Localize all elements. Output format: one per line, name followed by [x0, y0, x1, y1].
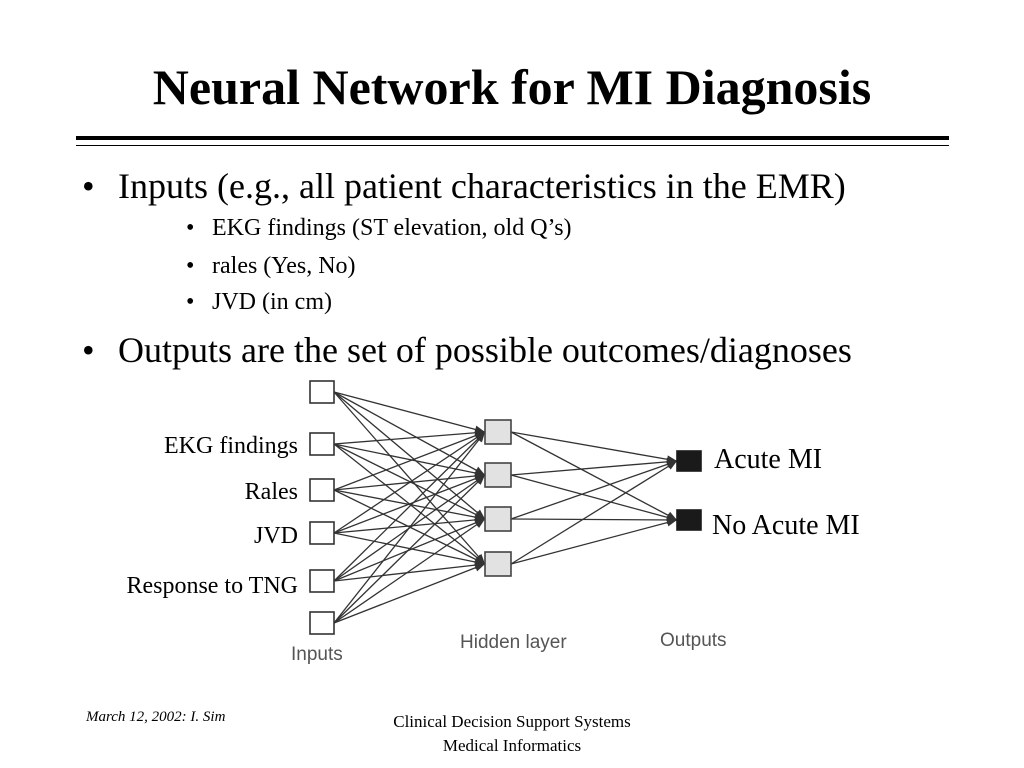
- edge-hidden-3-output-1: [510, 460, 678, 520]
- input-node-3: [309, 478, 335, 502]
- caption-inputs: Inputs: [291, 644, 343, 665]
- edge-input-2-hidden-2: [333, 443, 486, 476]
- edge-hidden-3-output-2: [510, 518, 678, 521]
- edge-input-6-hidden-2: [333, 474, 486, 624]
- edge-input-6-hidden-4: [333, 563, 486, 624]
- hidden-node-3: [484, 506, 512, 532]
- input-label-ekg: EKG findings: [164, 433, 298, 459]
- bullet-marker: •: [82, 330, 95, 370]
- input-label-tng: Response to TNG: [126, 573, 298, 599]
- edge-input-1-hidden-2: [333, 391, 486, 476]
- input-label-rales: Rales: [244, 479, 298, 505]
- subbullet-marker: •: [186, 289, 195, 315]
- caption-hidden-layer: Hidden layer: [460, 632, 567, 653]
- edge-hidden-4-output-2: [510, 519, 678, 565]
- edge-input-5-hidden-3: [333, 518, 486, 582]
- output-node-1: [676, 450, 702, 472]
- footer-course: Clinical Decision Support Systems Medica…: [332, 710, 692, 758]
- edge-hidden-2-output-1: [510, 460, 678, 476]
- hidden-node-4: [484, 551, 512, 577]
- edge-input-6-hidden-1: [333, 431, 486, 624]
- input-node-2: [309, 432, 335, 456]
- edge-hidden-2-output-2: [510, 474, 678, 521]
- edge-input-5-hidden-1: [333, 431, 486, 582]
- bullet-text: Outputs are the set of possible outcomes…: [118, 330, 852, 370]
- edge-input-2-hidden-1: [333, 431, 486, 445]
- input-node-5: [309, 569, 335, 593]
- hidden-node-1: [484, 419, 512, 445]
- input-node-1: [309, 380, 335, 404]
- subbullet-marker: •: [186, 215, 195, 241]
- edge-input-4-hidden-2: [333, 474, 486, 534]
- connection-lines: [333, 391, 678, 624]
- edge-input-5-hidden-4: [333, 563, 486, 582]
- edge-input-6-hidden-3: [333, 518, 486, 624]
- input-node-4: [309, 521, 335, 545]
- edge-input-4-hidden-1: [333, 431, 486, 534]
- caption-outputs: Outputs: [660, 630, 727, 651]
- subbullet-marker: •: [186, 253, 195, 279]
- arrowhead-input-6-hidden-3: [474, 519, 485, 528]
- arrowhead-input-6-hidden-1: [475, 432, 485, 443]
- footer-course-line1: Clinical Decision Support Systems: [393, 712, 631, 731]
- edge-hidden-1-output-2: [510, 431, 678, 521]
- subbullet-text: JVD (in cm): [212, 289, 332, 315]
- edge-input-1-hidden-4: [333, 391, 486, 565]
- title-divider-thin: [76, 145, 949, 146]
- bullet-marker: •: [82, 166, 95, 206]
- output-label-no-acute-mi: No Acute MI: [712, 510, 860, 541]
- input-node-6: [309, 611, 335, 635]
- edge-hidden-1-output-1: [510, 431, 678, 462]
- subbullet-text: EKG findings (ST elevation, old Q’s): [212, 215, 572, 241]
- edge-hidden-4-output-1: [510, 460, 678, 565]
- slide-title: Neural Network for MI Diagnosis: [152, 59, 872, 115]
- arrowhead-hidden-4-output-1: [666, 461, 677, 470]
- subbullet-text: rales (Yes, No): [212, 253, 356, 279]
- footer-date-author: March 12, 2002: I. Sim: [86, 709, 226, 725]
- edge-input-4-hidden-3: [333, 518, 486, 534]
- footer-course-line2: Medical Informatics: [442, 736, 582, 755]
- bullet-text: Inputs (e.g., all patient characteristic…: [118, 166, 846, 206]
- edge-input-2-hidden-3: [333, 443, 486, 520]
- title-divider-thick: [76, 136, 949, 140]
- output-label-acute-mi: Acute MI: [714, 444, 823, 475]
- arrowhead-input-6-hidden-2: [475, 475, 485, 485]
- edge-input-1-hidden-3: [333, 391, 486, 520]
- arrowhead-hidden-4-output-2: [666, 518, 677, 527]
- edge-input-1-hidden-1: [333, 391, 486, 433]
- arrowhead-input-6-hidden-4: [474, 563, 485, 572]
- input-label-jvd: JVD: [253, 523, 298, 549]
- edge-input-3-hidden-1: [333, 431, 486, 491]
- hidden-node-2: [484, 462, 512, 488]
- output-node-2: [676, 509, 702, 531]
